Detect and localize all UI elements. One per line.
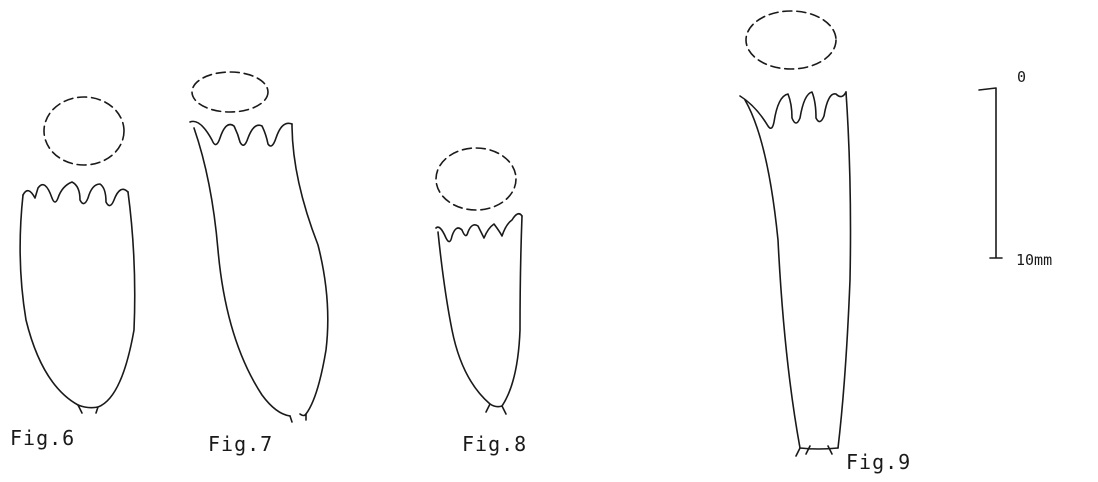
- figure-label-fig6: Fig.6: [10, 426, 75, 450]
- figure-label-fig7: Fig.7: [208, 432, 273, 456]
- body-outline-fig9: [745, 92, 851, 448]
- body-outline-fig8: [438, 216, 522, 406]
- scale-bar-top-label: 0: [1017, 68, 1026, 86]
- tentacle-crown-fig6: [23, 182, 128, 206]
- aperture-outline-fig6: [44, 97, 124, 165]
- aperture-outline-fig7: [192, 72, 268, 112]
- base-fig9: [796, 446, 838, 456]
- tentacle-crown-fig8: [436, 214, 522, 242]
- body-outline-fig6: [20, 192, 135, 407]
- specimen-fig6: [20, 97, 135, 413]
- body-outline-fig7: [194, 124, 328, 416]
- tentacle-crown-fig7: [190, 121, 292, 146]
- aperture-outline-fig9: [746, 11, 836, 69]
- aperture-outline-fig8: [436, 148, 516, 210]
- scale-bar-bottom-label: 10mm: [1016, 251, 1052, 269]
- figure-label-fig8: Fig.8: [462, 432, 527, 456]
- specimen-fig7: [190, 72, 328, 422]
- specimen-fig9: [740, 11, 851, 456]
- base-fig6: [78, 405, 98, 413]
- base-fig7: [290, 414, 306, 422]
- scale-bar: [979, 88, 1002, 258]
- figure-label-fig9: Fig.9: [846, 450, 911, 474]
- scale-bar-line: [979, 88, 1002, 258]
- specimen-fig8: [436, 148, 522, 414]
